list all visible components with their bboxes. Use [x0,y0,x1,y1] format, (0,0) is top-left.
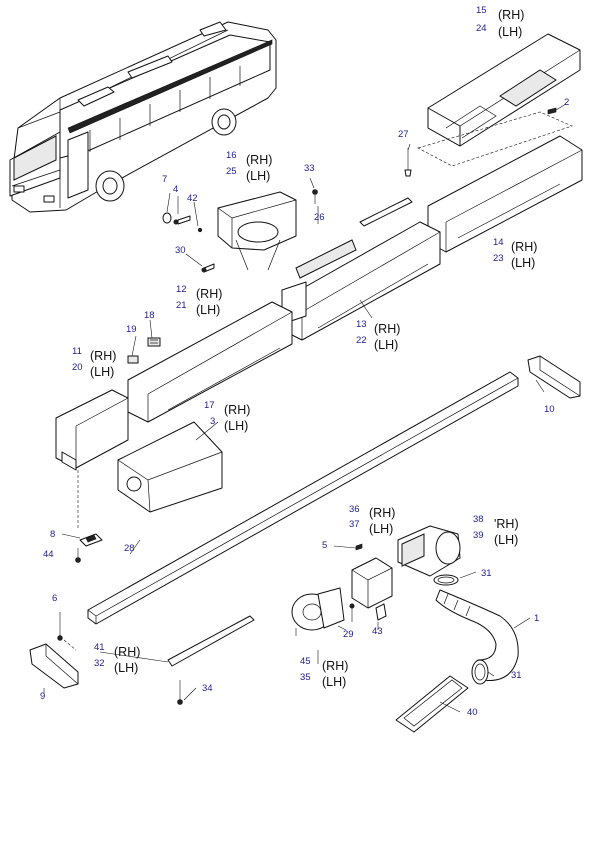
callout-5: 5 [322,540,328,551]
callout-15: 15 [476,5,487,16]
callout-44: 44 [43,549,54,560]
callout-29: 29 [343,629,354,640]
callout-25: 25 [226,166,237,177]
bolt-2 [547,103,567,115]
callout-33: 33 [304,163,315,174]
callout-35: 35 [300,672,311,683]
callout-39: 39 [473,530,484,541]
bracket-10 [527,355,581,399]
callout-40: 40 [467,707,478,718]
fasteners-7-4-42 [162,212,215,273]
callout-28: 28 [124,543,135,554]
rail-28 [87,371,519,625]
callout-2: 2 [564,97,570,108]
callout-24: 24 [476,23,487,34]
label-25-lh: (LH) [246,169,271,183]
mounting-outline [417,111,573,167]
label-13-rh: (RH) [374,322,401,336]
duct-16-25 [217,191,297,271]
label-21-lh: (LH) [196,303,221,317]
grille-40 [395,675,469,733]
label-14-rh: (RH) [511,240,538,254]
strip-41-32 [167,615,255,705]
callout-31-lower: 31 [511,670,522,681]
callout-17: 17 [204,400,215,411]
end-cap-9 [29,643,79,689]
strip-26 [295,197,413,279]
label-22-lh: (LH) [374,338,399,352]
clamp-31b [471,659,489,685]
callout-22: 22 [356,335,367,346]
callout-27: 27 [398,129,409,140]
callout-23: 23 [493,253,504,264]
bus-illustration [9,21,277,213]
callout-1: 1 [534,613,540,624]
label-24-lh: (LH) [498,25,523,39]
label-36-rh: (RH) [369,506,396,520]
callout-32: 32 [94,658,105,669]
callout-37: 37 [349,519,360,530]
label-3-lh: (LH) [224,419,249,433]
callout-31-upper: 31 [481,568,492,579]
clip-43 [375,603,387,621]
callout-19: 19 [126,324,137,335]
callout-6: 6 [52,593,58,604]
label-45-rh: (RH) [322,659,349,673]
callout-45: 45 [300,656,311,667]
label-12-rh: (RH) [196,287,223,301]
stud-6 [57,612,77,651]
callout-11: 11 [72,346,82,357]
callout-8: 8 [50,529,56,540]
label-15-rh: (RH) [498,8,525,22]
label-20-lh: (LH) [90,365,115,379]
panel-12-21 [127,301,293,423]
callout-14: 14 [493,237,504,248]
heater-box-36-37 [351,543,393,609]
callout-3: 3 [210,416,216,427]
callout-42: 42 [187,193,198,204]
callout-12: 12 [176,284,187,295]
clip-19 [127,355,139,364]
panel-11-20 [55,389,129,471]
blower-45-35 [291,587,345,636]
clamp-31a [433,574,459,586]
panel-14-23 [427,135,583,253]
duct-38-39 [397,525,461,577]
callout-7: 7 [162,174,168,185]
bracket-8 [75,470,103,563]
label-39-lh: (LH) [494,533,519,547]
callout-10: 10 [544,404,555,415]
callout-20: 20 [72,362,83,373]
label-23-lh: (LH) [511,256,536,270]
callout-38: 38 [473,514,484,525]
callout-16: 16 [226,150,237,161]
callout-18: 18 [144,310,155,321]
callout-4: 4 [173,184,179,195]
leader-lines [43,143,545,713]
panel-15-24 [427,33,581,147]
label-16-rh: (RH) [246,153,273,167]
callout-26: 26 [314,212,325,223]
screw-33 [312,189,318,204]
label-32-lh: (LH) [114,661,139,675]
cylinder-17-3 [117,421,223,513]
callout-21: 21 [176,300,187,311]
label-11-rh: (RH) [90,349,117,363]
label-37-lh: (LH) [369,522,394,536]
callout-41: 41 [94,642,105,653]
label-17-rh: (RH) [224,403,251,417]
callout-36: 36 [349,504,360,515]
screw-29 [349,603,355,622]
callout-43: 43 [372,626,383,637]
label-38-rh: 'RH) [494,517,519,531]
callout-30: 30 [175,245,186,256]
callout-13: 13 [356,319,367,330]
label-35-lh: (LH) [322,675,347,689]
label-41-rh: (RH) [114,645,141,659]
stud-27 [404,148,412,177]
callout-34: 34 [202,683,213,694]
clip-18 [147,337,161,347]
callout-9: 9 [40,691,46,702]
